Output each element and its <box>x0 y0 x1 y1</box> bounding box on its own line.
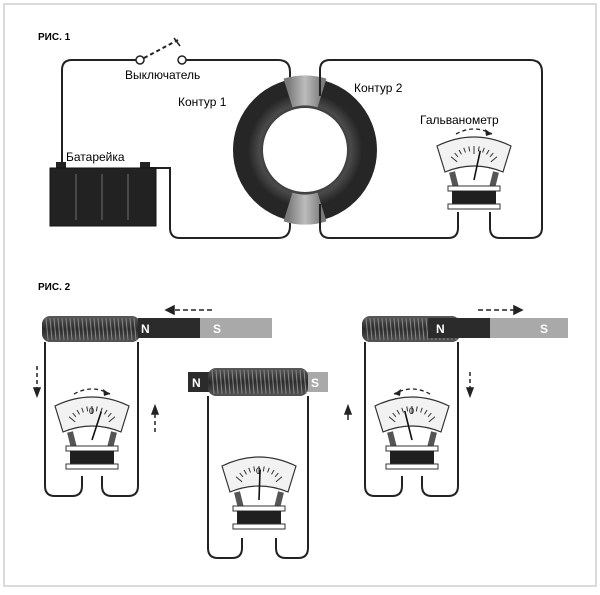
battery-label: Батарейка <box>66 150 125 164</box>
galvanometer-label: Гальванометр <box>420 113 499 127</box>
right-magnet-north <box>428 318 490 338</box>
figure-frame <box>3 3 597 587</box>
left-magnet-south <box>200 318 272 338</box>
center-coil <box>208 368 308 396</box>
left-magnet-s-label: S <box>213 322 221 336</box>
left-setup: N S 0 <box>32 304 272 497</box>
center-magnet-n-label: N <box>192 376 201 390</box>
switch <box>135 37 187 65</box>
right-magnet-s-label: S <box>540 322 548 336</box>
left-magnet-north <box>138 318 200 338</box>
circuit2-wires <box>319 59 543 239</box>
galvanometer-left: 0 <box>54 388 130 470</box>
battery <box>49 162 157 227</box>
toroid-ring <box>233 75 377 225</box>
circuit1-wires <box>61 59 291 239</box>
coil-windings <box>211 369 307 395</box>
circuit1-label: Контур 1 <box>178 95 227 109</box>
meter-zero-label: 0 <box>409 406 414 416</box>
galvanometer-fig1 <box>436 128 512 210</box>
center-setup: N S 0 <box>188 368 328 559</box>
right-magnet-n-label: N <box>436 322 445 336</box>
right-magnet-south <box>490 318 568 338</box>
center-magnet-s-label: S <box>311 376 319 390</box>
right-setup: N S 0 <box>343 304 568 497</box>
center-magnet-north <box>188 372 210 392</box>
galvanometer-center: 0 <box>221 456 297 530</box>
circuit2-label: Контур 2 <box>354 81 403 95</box>
switch-label: Выключатель <box>125 68 200 82</box>
galvanometer-right: 0 <box>374 388 450 470</box>
center-magnet-south <box>306 372 328 392</box>
coil-windings <box>45 317 137 341</box>
meter-zero-label: 0 <box>89 406 94 416</box>
meter-zero-label: 0 <box>256 466 261 476</box>
figure1-label: РИС. 1 <box>38 32 71 43</box>
figure2-label: РИС. 2 <box>38 282 71 293</box>
left-magnet-n-label: N <box>141 322 150 336</box>
